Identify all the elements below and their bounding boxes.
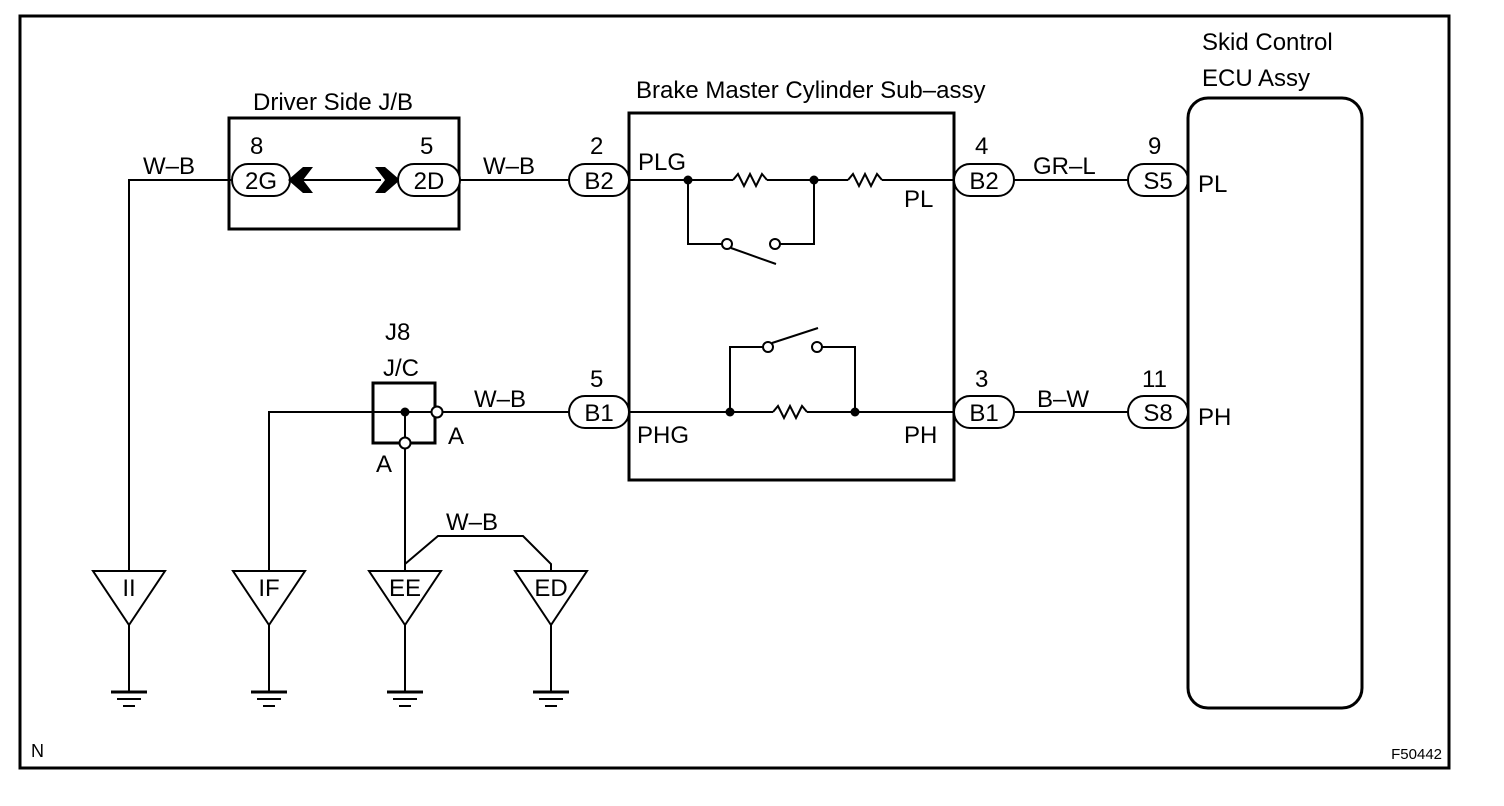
- jc-terminal-right: [430, 405, 444, 419]
- master-cylinder-box: [627, 111, 956, 482]
- jc-id-label: J8: [385, 319, 410, 346]
- connector-2d-label: 2D: [414, 168, 445, 195]
- corner-mark: N: [31, 741, 44, 761]
- jc-terminal-bottom: [398, 436, 412, 450]
- ground-label-ed: ED: [534, 575, 567, 602]
- connector-b1-right-label: B1: [969, 400, 998, 427]
- terminal-pl-mc: PL: [904, 186, 933, 213]
- ground-label-if: IF: [258, 575, 279, 602]
- connector-b2-right-label: B2: [969, 168, 998, 195]
- ground-point-if: IF: [231, 570, 307, 707]
- diagram-frame: [18, 14, 1451, 770]
- pin-2d: 5: [420, 133, 433, 160]
- pin-2g: 8: [250, 133, 263, 160]
- wire-label-jb-mc: W–B: [483, 153, 535, 180]
- connector-b2-left-label: B2: [584, 168, 613, 195]
- pin-s5: 9: [1148, 133, 1161, 160]
- wire-label-left-wb: W–B: [143, 153, 195, 180]
- driver-side-jb-title: Driver Side J/B: [253, 89, 413, 116]
- wire-label-bridge: W–B: [446, 509, 498, 536]
- ecu-title-line2: ECU Assy: [1202, 65, 1310, 92]
- wire-label-jc-mc: W–B: [474, 386, 526, 413]
- ground-label-ee: EE: [389, 575, 421, 602]
- wire-label-b-w: B–W: [1037, 386, 1089, 413]
- upper-switch-circuit: [629, 171, 954, 265]
- pin-b1-right: 3: [975, 366, 988, 393]
- ecu-title-line1: Skid Control: [1202, 29, 1333, 56]
- connector-2g-label: 2G: [245, 168, 277, 195]
- ground-label-ii: II: [122, 575, 135, 602]
- wire-ee-to-ed-bridge: [404, 535, 552, 573]
- chevron-right-icon: [375, 167, 400, 193]
- pin-b2-left: 2: [590, 133, 603, 160]
- figure-id: F50442: [1391, 746, 1442, 763]
- pin-b2-right: 4: [975, 133, 988, 160]
- terminal-pl-ecu: PL: [1198, 171, 1227, 198]
- wire-label-gr-l: GR–L: [1033, 153, 1096, 180]
- ecu-box: [1186, 96, 1364, 710]
- wire-if-to-jc: [268, 411, 437, 573]
- connector-s5-label: S5: [1143, 168, 1172, 195]
- pin-s8: 11: [1142, 366, 1167, 393]
- chevron-left-icon: [288, 167, 313, 193]
- lower-switch-circuit: [629, 327, 954, 421]
- terminal-ph-mc: PH: [904, 422, 937, 449]
- wire-ii-to-2g: [128, 179, 232, 573]
- terminal-phg: PHG: [637, 422, 689, 449]
- pin-b1-left: 5: [590, 366, 603, 393]
- master-cylinder-title: Brake Master Cylinder Sub–assy: [636, 77, 985, 104]
- jc-terminal-a-bottom: A: [376, 451, 392, 478]
- terminal-plg: PLG: [638, 149, 686, 176]
- connector-b1-left-label: B1: [584, 400, 613, 427]
- ground-point-ii: II: [91, 570, 167, 707]
- ground-point-ed: ED: [513, 570, 589, 707]
- connector-s8: [1127, 395, 1189, 429]
- jc-terminal-a-right: A: [448, 423, 464, 450]
- ground-point-ee: EE: [367, 570, 443, 707]
- jc-label: J/C: [383, 355, 419, 382]
- terminal-ph-ecu: PH: [1198, 404, 1231, 431]
- connector-s8-label: S8: [1143, 400, 1172, 427]
